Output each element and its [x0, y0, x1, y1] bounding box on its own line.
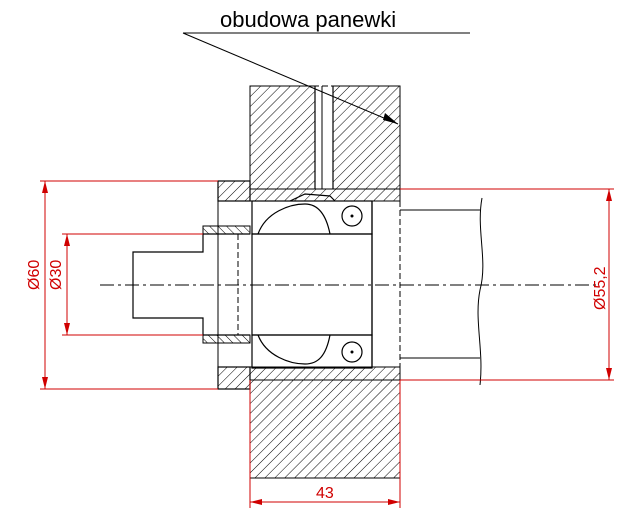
- ball-bearing: [251, 193, 373, 369]
- housing-upper: [249, 85, 401, 190]
- dimension-60-label: Ø60: [26, 260, 43, 290]
- title-label: obudowa panewki: [182, 7, 470, 125]
- drive-shaft-right: [400, 197, 484, 386]
- dimension-diameter-60: Ø60: [26, 180, 218, 390]
- dimension-diameter-30: Ø30: [48, 233, 203, 336]
- dimension-width-43: 43: [249, 380, 401, 508]
- dimension-30-label: Ø30: [48, 260, 65, 290]
- dimension-55-label: Ø55,2: [592, 266, 609, 310]
- title-text: obudowa panewki: [220, 7, 396, 32]
- dimension-43-label: 43: [316, 485, 334, 502]
- shaft: [132, 201, 401, 367]
- dimension-diameter-55-2: Ø55,2: [400, 188, 614, 381]
- housing-lower: [249, 379, 401, 479]
